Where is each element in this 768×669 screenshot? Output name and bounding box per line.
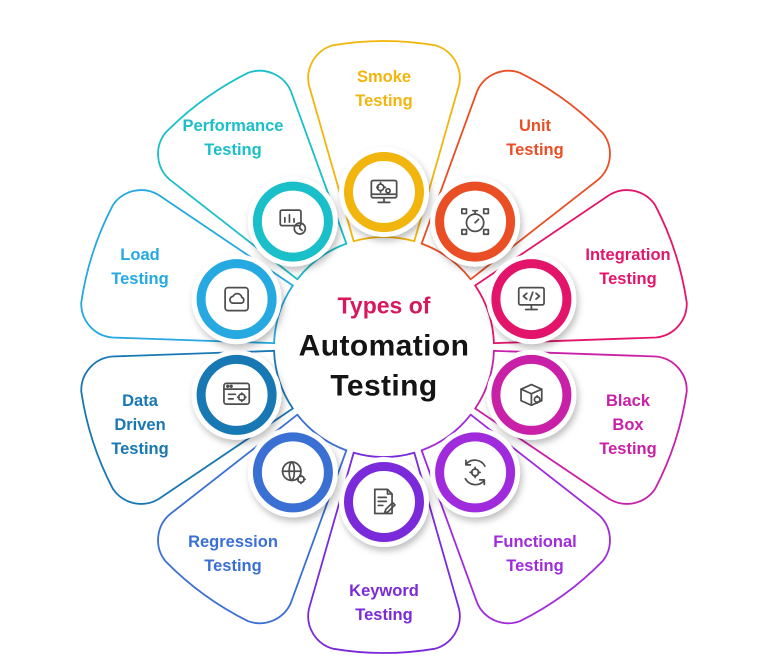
document-edit-icon: [373, 488, 396, 515]
segment-label-line: Testing: [204, 557, 262, 575]
icon-badge-smoke: [339, 147, 429, 237]
segment-label-line: Testing: [355, 92, 413, 110]
segment-label-line: Load: [120, 246, 160, 265]
window-gear-icon: [223, 382, 251, 405]
segment-label-line: Data: [122, 392, 158, 411]
badge-ring: [252, 181, 333, 262]
icon-badge-regression: [247, 427, 338, 518]
icon-badge-unit: [430, 176, 521, 267]
segment-label-line: Smoke: [356, 68, 412, 87]
badge-ring: [196, 259, 277, 340]
segment-label-line: Black: [605, 392, 651, 411]
package-box-icon: [520, 383, 543, 407]
title-line-testing: Testing: [330, 369, 438, 402]
icon-badge-data-driven: [191, 349, 282, 440]
segment-label-line: Testing: [355, 606, 413, 624]
stopwatch-icon: [461, 208, 490, 236]
segment-label-line: Testing: [111, 270, 169, 288]
title-line-automation: Automation: [298, 329, 470, 363]
icon-badge-functional: [430, 427, 521, 518]
segment-label-line: Functional: [493, 533, 577, 552]
monitor-gear-icon: [370, 179, 398, 204]
icon-badge-keyword: [339, 457, 429, 547]
segment-label-line: Box: [612, 416, 644, 435]
badge-ring: [435, 432, 516, 513]
monitor-code-icon: [517, 286, 545, 311]
icon-badge-performance: [247, 176, 338, 267]
cloud-box-icon: [224, 286, 249, 312]
segment-label-line: Testing: [599, 439, 657, 458]
segment-label-line: Integration: [585, 246, 671, 265]
segment-label-line: Performance: [182, 117, 284, 136]
globe-gear-icon: [281, 461, 306, 485]
badge-ring: [252, 432, 333, 513]
segment-label-line: Driven: [114, 416, 166, 435]
chart-clock-icon: [279, 209, 307, 235]
segment-label-line: Testing: [599, 270, 657, 288]
segment-label-line: Testing: [111, 439, 169, 458]
diagram-title: Types of Automation Testing: [299, 292, 470, 405]
segment-label-line: Regression: [188, 533, 278, 552]
gears-cycle-icon: [464, 459, 486, 486]
segment-label-line: Testing: [506, 141, 564, 159]
segment-label-line: Unit: [518, 117, 552, 136]
badge-ring: [196, 354, 277, 435]
title-line-types-of: Types of: [337, 292, 431, 319]
icon-badge-layer: [191, 147, 577, 547]
segment-label-line: Keyword: [349, 582, 419, 601]
icon-badge-black-box: [486, 349, 577, 440]
icon-badge-load: [191, 254, 282, 345]
segment-label-line: Testing: [506, 557, 564, 575]
badge-ring: [491, 259, 572, 340]
segment-label-line: Testing: [204, 141, 262, 159]
icon-badge-integration: [486, 254, 577, 345]
badge-ring: [344, 152, 424, 232]
